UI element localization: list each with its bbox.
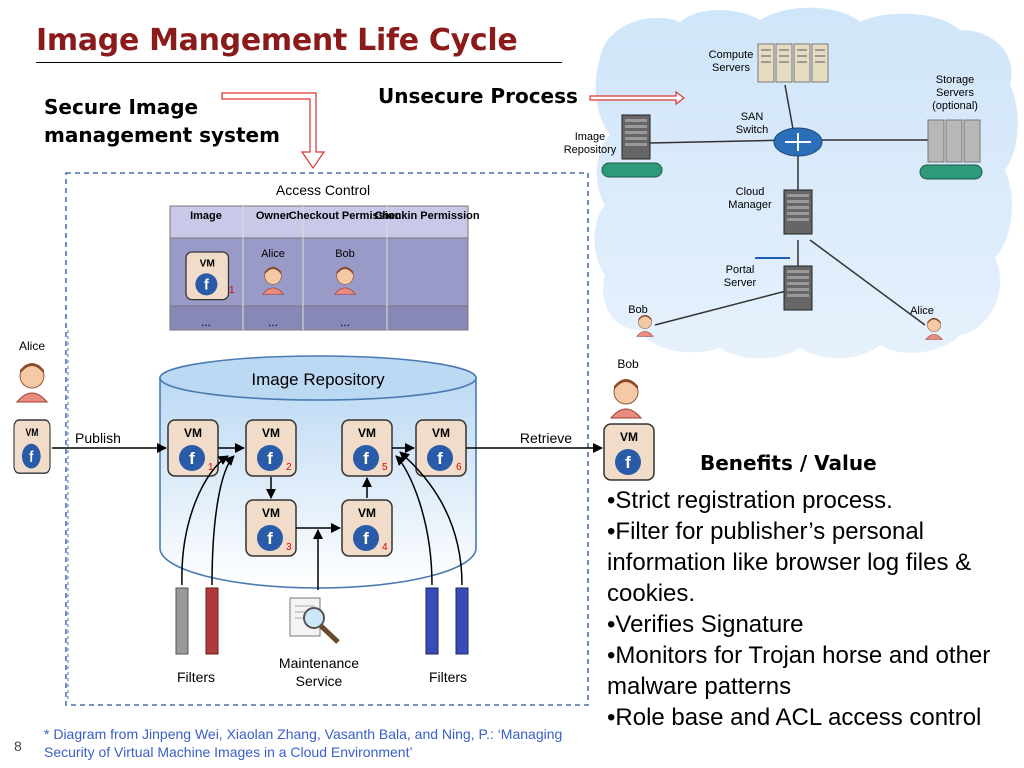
cloud-network: Compute Servers Storage Servers (optiona… [564, 7, 1018, 359]
storage-label: Storage [936, 74, 975, 86]
table-vm-icon [185, 251, 230, 301]
storage-disk-icon [919, 164, 983, 180]
alice-vm-icon [13, 419, 51, 474]
vm-5: 5 [341, 419, 393, 477]
cloud-manager-label: Cloud [736, 186, 765, 198]
maintenance-magnifier-icon [289, 597, 340, 644]
table-header [169, 205, 469, 239]
header-image: Image [190, 210, 222, 222]
svg-text:2: 2 [286, 462, 292, 473]
compute-server-icon [811, 43, 829, 83]
cloud-manager-label: Manager [728, 199, 772, 211]
compute-server-icon [793, 43, 811, 83]
svg-text:3: 3 [286, 542, 292, 553]
filters-label-right: Filters [429, 669, 467, 685]
bob-label: Bob [617, 357, 639, 371]
unsecure-process-label: Unsecure Process [378, 84, 578, 108]
image-repository-server-icon [621, 114, 651, 160]
storage-label: (optional) [932, 100, 978, 112]
table-checkout: Bob [335, 248, 355, 260]
filter-icon [175, 587, 189, 655]
repository-title: Image Repository [251, 370, 385, 389]
image-repo-label: Repository [564, 144, 617, 156]
access-control-title: Access Control [276, 182, 370, 198]
svg-text:5: 5 [382, 462, 388, 473]
bob-icon [610, 378, 642, 419]
svg-text:4: 4 [382, 542, 388, 553]
page-number: 8 [14, 738, 22, 754]
benefit-item: •Strict registration process. [607, 487, 893, 514]
cloud-manager-server-icon [783, 189, 813, 235]
table-owner: Alice [261, 248, 285, 260]
unsecure-arrow [589, 90, 685, 106]
table-vm-number: 1 [229, 285, 235, 296]
vm-6: 6 [415, 419, 467, 477]
maintenance-label: Maintenance [279, 655, 359, 671]
san-label: SAN [741, 111, 764, 123]
vm-2: 2 [245, 419, 297, 477]
access-control-table: Access Control Image Owner Checkout Perm… [169, 182, 480, 331]
secure-system-label: Secure Image management system [44, 95, 280, 147]
storage-server-icon [945, 119, 963, 163]
filter-icon [205, 587, 219, 655]
portal-server-icon [783, 265, 813, 311]
benefit-item: •Filter for publisher’s personal informa… [607, 518, 972, 607]
vm-4: 4 [341, 499, 393, 557]
filters-label-left: Filters [177, 669, 215, 685]
publish-label: Publish [75, 430, 121, 446]
storage-server-icon [963, 119, 981, 163]
vm-1: 1 [167, 419, 219, 477]
slide-title: Image Mangement Life Cycle [36, 23, 518, 58]
compute-server-icon [757, 43, 775, 83]
alice-label: Alice [19, 339, 45, 353]
cloud-bob-label: Bob [628, 304, 648, 316]
image-repository: Image Repository [159, 355, 477, 589]
cloud-alice-label: Alice [910, 305, 934, 317]
portal-label: Server [724, 277, 757, 289]
compute-label: Compute [709, 49, 754, 61]
header-owner: Owner [256, 210, 291, 222]
storage-disk-icon [601, 162, 663, 178]
compute-label: Servers [712, 62, 750, 74]
compute-server-icon [775, 43, 793, 83]
secure-system-boundary [65, 172, 589, 706]
storage-label: Servers [936, 87, 974, 99]
svg-text:6: 6 [456, 462, 462, 473]
benefit-item: •Role base and ACL access control [607, 704, 982, 731]
header-checkin: Checkin Permission [374, 210, 479, 222]
svg-text:1: 1 [208, 462, 214, 473]
header-checkout: Checkout Permission [289, 210, 402, 222]
filter-icon [455, 587, 469, 655]
secure-arrow [221, 92, 326, 170]
benefits-list: •Strict registration process. •Filter fo… [607, 485, 1019, 733]
title-underline [36, 62, 562, 63]
vm-3: 3 [245, 499, 297, 557]
image-repo-label: Image [575, 131, 606, 143]
alice-icon [16, 362, 48, 403]
storage-server-icon [927, 119, 945, 163]
retrieve-label: Retrieve [520, 430, 572, 446]
bob-vm-icon [603, 423, 655, 481]
footnote: * Diagram from Jinpeng Wei, Xiaolan Zhan… [44, 726, 563, 760]
benefit-item: •Monitors for Trojan horse and other mal… [607, 642, 991, 700]
maintenance-label: Service [296, 673, 343, 689]
table-ellipsis: ... [201, 315, 211, 329]
cloud-shape [594, 7, 1018, 359]
san-label: Switch [736, 124, 768, 136]
filter-icon [425, 587, 439, 655]
table-ellipsis: ... [268, 315, 278, 329]
benefits-title: Benefits / Value [700, 451, 877, 475]
table-ellipsis: ... [340, 315, 350, 329]
benefit-item: •Verifies Signature [607, 611, 804, 638]
portal-label: Portal [726, 264, 755, 276]
